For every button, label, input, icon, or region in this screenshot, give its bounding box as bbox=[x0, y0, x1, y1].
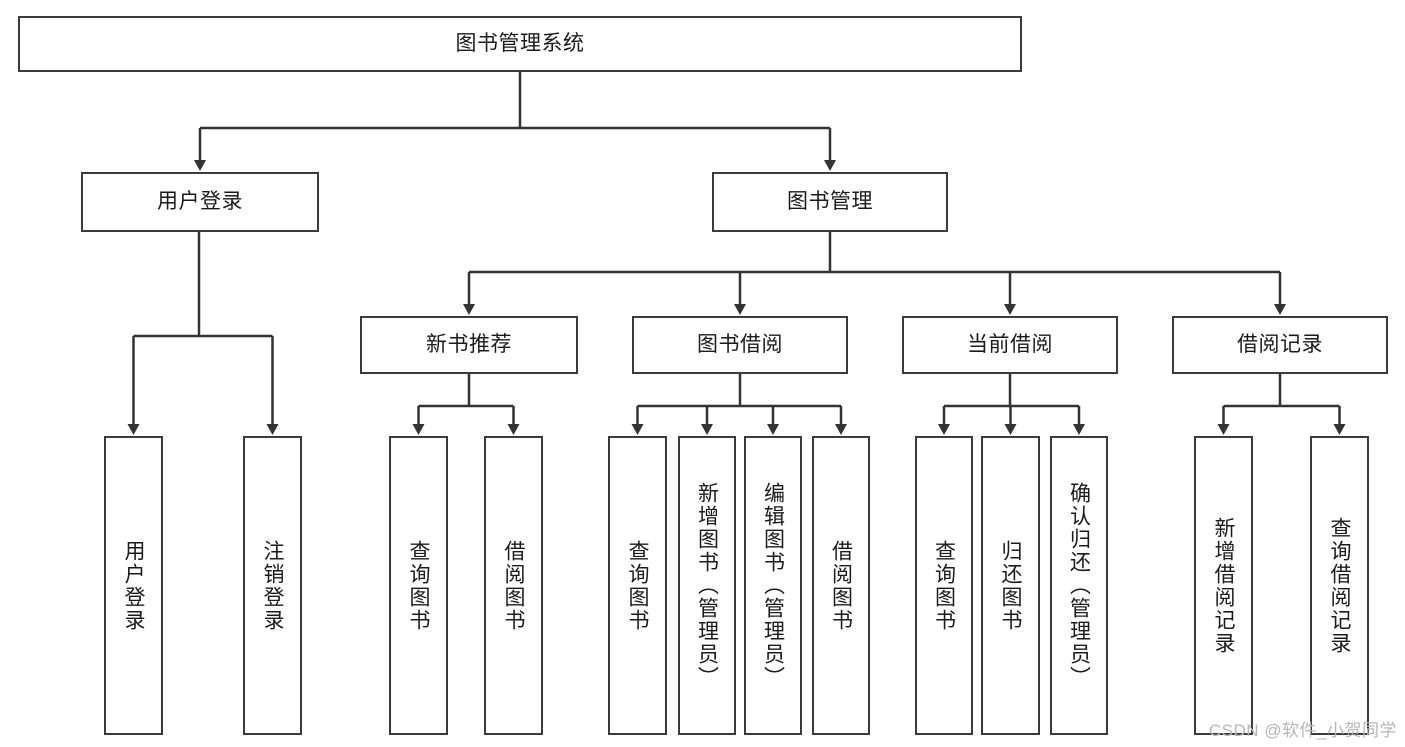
node-leaf-query-borrow-record[interactable]: 查询借阅记录 bbox=[1310, 436, 1369, 735]
node-leaf-query-book-3-label: 查询图书 bbox=[932, 539, 956, 632]
node-leaf-return-book[interactable]: 归还图书 bbox=[981, 436, 1040, 735]
node-leaf-query-book-2-label: 查询图书 bbox=[626, 539, 649, 632]
node-leaf-add-book-admin[interactable]: 新增图书（管理员） bbox=[678, 436, 736, 735]
node-leaf-logout-label: 注销登录 bbox=[261, 539, 284, 632]
node-user-login[interactable]: 用户登录 bbox=[81, 172, 319, 232]
node-new-book-recommend-label: 新书推荐 bbox=[426, 332, 512, 356]
node-leaf-edit-book-admin[interactable]: 编辑图书（管理员） bbox=[744, 436, 802, 735]
node-leaf-borrow-book-1[interactable]: 借阅图书 bbox=[484, 436, 543, 735]
node-leaf-query-book-1[interactable]: 查询图书 bbox=[389, 436, 448, 735]
node-leaf-add-borrow-record-label: 新增借阅记录 bbox=[1212, 516, 1235, 655]
node-leaf-return-book-label: 归还图书 bbox=[999, 539, 1022, 632]
node-new-book-recommend[interactable]: 新书推荐 bbox=[360, 316, 578, 374]
node-borrow-record-label: 借阅记录 bbox=[1237, 332, 1323, 356]
node-leaf-query-borrow-record-label: 查询借阅记录 bbox=[1328, 516, 1351, 655]
node-leaf-add-borrow-record[interactable]: 新增借阅记录 bbox=[1194, 436, 1253, 735]
node-book-management-label: 图书管理 bbox=[787, 189, 873, 213]
node-leaf-borrow-book-1-label: 借阅图书 bbox=[502, 539, 525, 632]
node-leaf-confirm-return-admin-label: 确认归还（管理员） bbox=[1067, 482, 1091, 689]
node-leaf-logout[interactable]: 注销登录 bbox=[243, 436, 302, 735]
node-book-borrow[interactable]: 图书借阅 bbox=[632, 316, 848, 374]
node-leaf-borrow-book-2-label: 借阅图书 bbox=[829, 539, 853, 632]
node-book-management[interactable]: 图书管理 bbox=[712, 172, 948, 232]
node-leaf-query-book-2[interactable]: 查询图书 bbox=[608, 436, 667, 735]
node-leaf-edit-book-admin-label: 编辑图书（管理员） bbox=[761, 482, 785, 689]
node-leaf-user-login[interactable]: 用户登录 bbox=[104, 436, 163, 735]
node-leaf-borrow-book-2[interactable]: 借阅图书 bbox=[812, 436, 870, 735]
node-leaf-confirm-return-admin[interactable]: 确认归还（管理员） bbox=[1050, 436, 1108, 735]
node-leaf-user-login-label: 用户登录 bbox=[122, 539, 145, 632]
node-leaf-query-book-1-label: 查询图书 bbox=[407, 539, 430, 632]
watermark-text: CSDN @软件_小贺同学 bbox=[1208, 721, 1397, 740]
node-borrow-record[interactable]: 借阅记录 bbox=[1172, 316, 1388, 374]
node-leaf-query-book-3[interactable]: 查询图书 bbox=[915, 436, 973, 735]
node-root[interactable]: 图书管理系统 bbox=[18, 16, 1022, 72]
node-current-borrow-label: 当前借阅 bbox=[967, 332, 1053, 356]
node-current-borrow[interactable]: 当前借阅 bbox=[902, 316, 1118, 374]
node-user-login-label: 用户登录 bbox=[157, 189, 243, 213]
node-leaf-add-book-admin-label: 新增图书（管理员） bbox=[695, 482, 719, 689]
node-root-label: 图书管理系统 bbox=[455, 31, 585, 55]
node-book-borrow-label: 图书借阅 bbox=[697, 332, 783, 356]
